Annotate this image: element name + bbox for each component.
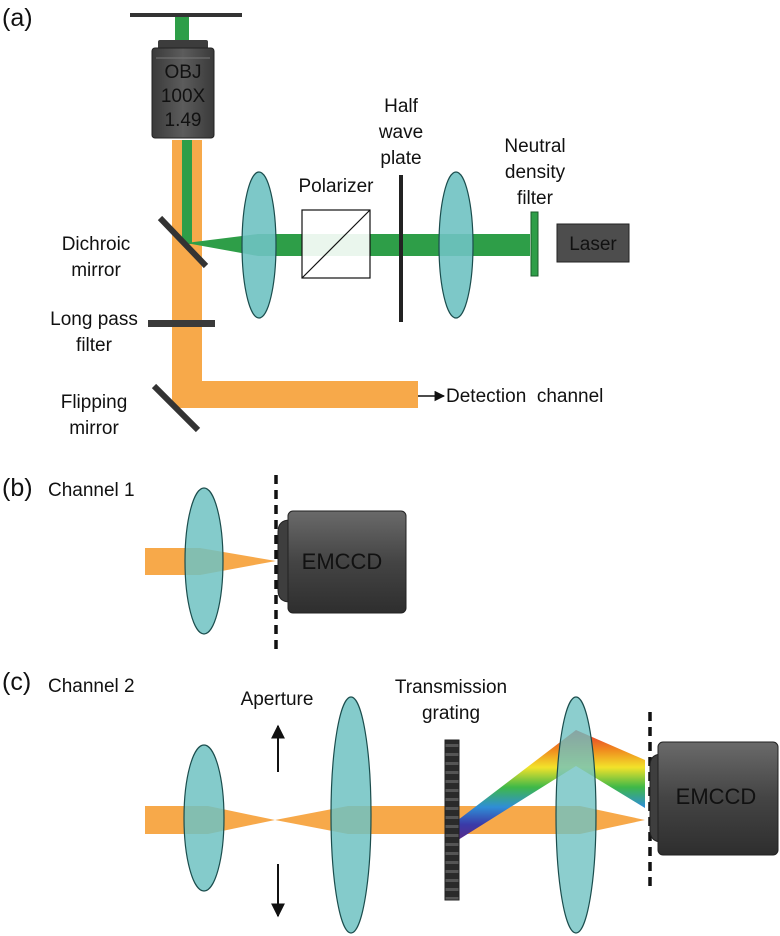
long-pass-label-1: Long pass [50,309,138,330]
excitation-beam-top [175,17,189,41]
long-pass-label-2: filter [76,335,113,356]
half-wave-label-1: Half [384,96,419,117]
panel-a: (a) OBJ 100X 1.49 [2,4,630,439]
dichroic-label-1: Dichroic [62,234,131,255]
objective-text-na: 1.49 [165,110,202,131]
channel2-emccd-camera: EMCCD [649,741,779,856]
channel2-lens-3 [555,696,597,934]
objective-text-mag: 100X [161,86,206,107]
channel1-lens [184,487,224,635]
nd-filter-label-1: Neutral [504,136,565,157]
long-pass-filter [148,320,215,327]
panel-c: (c) Channel 2 Aperture Transmission grat… [2,668,779,934]
flipping-mirror [151,383,201,433]
nd-filter-label-3: filter [517,188,554,209]
objective-lens: OBJ 100X 1.49 [151,40,215,139]
channel2-beam-zero-order [455,806,645,834]
half-wave-plate [399,175,403,322]
half-wave-label-3: plate [380,148,421,169]
panel-c-tag: (c) [2,668,31,696]
panel-b-tag: (b) [2,474,33,502]
channel2-lens-1 [183,744,225,892]
grating-label-1: Transmission [395,677,507,698]
emission-beam-horizontal [172,381,418,408]
excitation-beam-vertical [182,140,192,244]
objective-text-name: OBJ [165,62,202,83]
channel2-lens-2 [330,696,372,934]
panel-a-tag: (a) [2,4,33,32]
dichroic-mirror [157,215,209,269]
flipping-label-1: Flipping [61,392,128,413]
dichroic-label-2: mirror [71,260,121,281]
sample-slide [130,13,242,17]
channel2-emccd-label: EMCCD [676,784,757,809]
laser-box [556,223,630,263]
grating-label-2: grating [422,703,480,724]
channel1-emccd-camera: EMCCD [277,510,407,614]
nd-filter-label-2: density [505,162,566,183]
neutral-density-filter [530,211,539,277]
panel-b: (b) Channel 1 EMCCD [2,474,407,650]
half-wave-label-2: wave [378,122,423,143]
lens-a-left [241,171,277,319]
polarizer-label: Polarizer [299,176,375,197]
dispersed-spectrum [458,730,645,840]
aperture-label: Aperture [241,689,314,710]
transmission-grating [444,739,460,901]
channel1-emccd-label: EMCCD [302,549,383,574]
panel-b-title: Channel 1 [48,480,135,501]
detection-label: Detection channel [446,386,603,407]
polarizer [301,209,371,279]
laser-label: Laser [569,234,617,255]
flipping-label-2: mirror [69,418,119,439]
lens-a-right [438,171,474,319]
panel-c-title: Channel 2 [48,676,135,697]
